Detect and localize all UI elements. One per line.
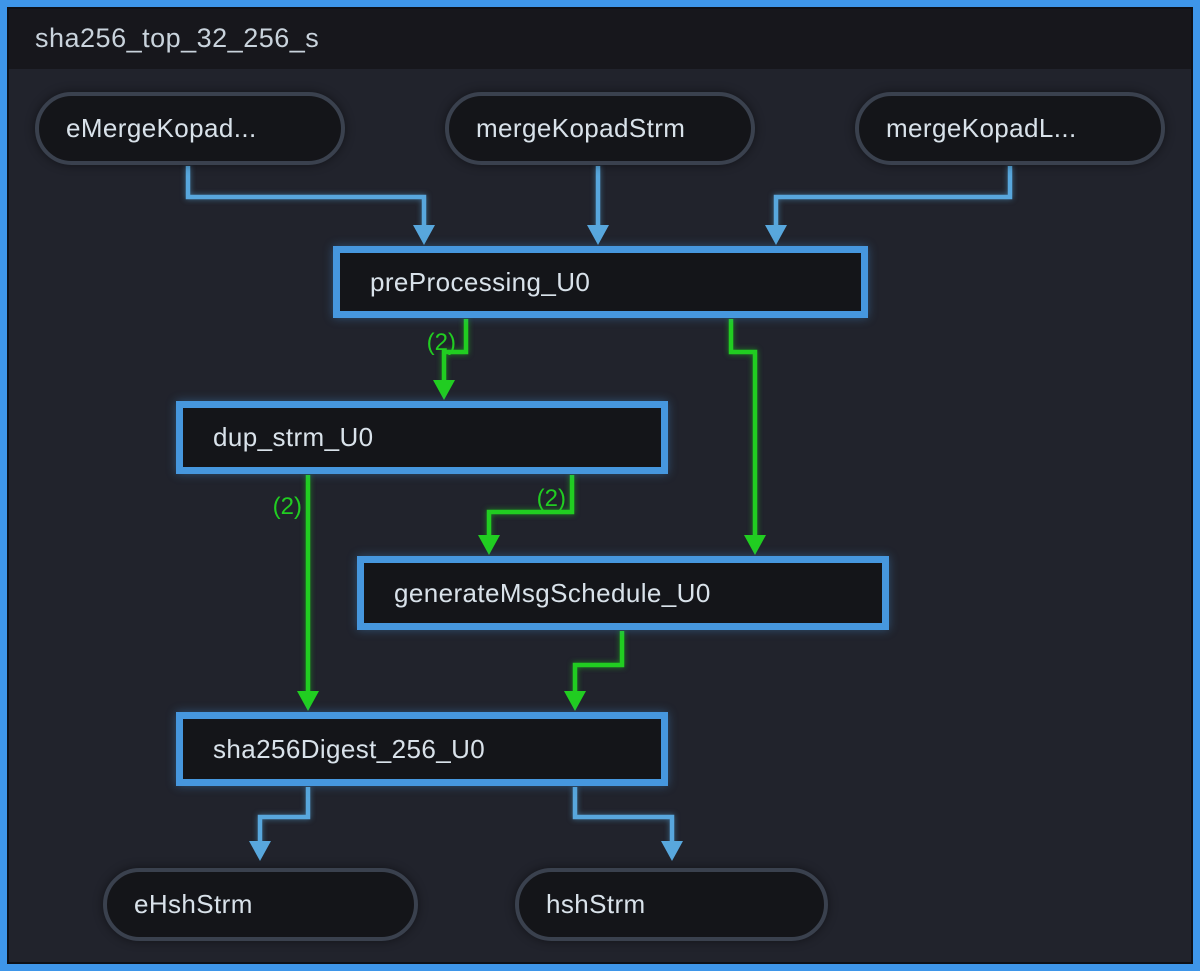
edge-dup_strm-to-generateMsgSchedule[interactable]: (2)	[478, 475, 575, 555]
node-label: generateMsgSchedule_U0	[394, 577, 711, 608]
arrowhead-icon	[433, 380, 455, 400]
node-label: sha256Digest_256_U0	[213, 733, 486, 764]
node-sha256Digest_256_U0[interactable]: sha256Digest_256_U0	[176, 712, 668, 786]
node-eMergeKopad[interactable]: eMergeKopad...	[35, 92, 345, 165]
node-mergeKopadL[interactable]: mergeKopadL...	[855, 92, 1165, 165]
node-generateMsgSchedule_U0[interactable]: generateMsgSchedule_U0	[357, 556, 889, 630]
title-bar: sha256_top_32_256_s	[7, 7, 1193, 69]
edge-multiplicity-label: (2)	[427, 329, 456, 356]
node-dup_strm_U0[interactable]: dup_strm_U0	[176, 401, 668, 474]
edge-sha256Digest-to-eHshStrm[interactable]	[249, 787, 311, 861]
edge-line[interactable]	[728, 319, 758, 539]
edge-line[interactable]	[572, 631, 625, 695]
edge-multiplicity-label: (2)	[537, 485, 566, 512]
page-title: sha256_top_32_256_s	[35, 22, 320, 53]
arrowhead-icon	[661, 841, 683, 861]
arrowhead-icon	[478, 535, 500, 555]
edge-line[interactable]	[257, 787, 311, 845]
edge-preProcessing-to-dup_strm[interactable]: (2)	[427, 319, 469, 400]
edge-multiplicity-label: (2)	[273, 493, 302, 520]
node-hshStrm[interactable]: hshStrm	[515, 868, 828, 941]
arrowhead-icon	[744, 535, 766, 555]
edge-generateMsgSchedule-to-sha256Digest[interactable]	[564, 631, 625, 711]
arrowhead-icon	[413, 225, 435, 245]
node-label: mergeKopadStrm	[476, 113, 686, 143]
node-label: eHshStrm	[134, 889, 253, 919]
edge-line[interactable]	[185, 166, 427, 229]
node-eHshStrm[interactable]: eHshStrm	[103, 868, 418, 941]
edge-sha256Digest-to-hshStrm[interactable]	[572, 787, 683, 861]
node-label: hshStrm	[546, 889, 646, 919]
node-label: dup_strm_U0	[213, 422, 374, 452]
arrowhead-icon	[564, 691, 586, 711]
arrowhead-icon	[587, 225, 609, 245]
edge-line[interactable]	[773, 166, 1013, 229]
arrowhead-icon	[249, 841, 271, 861]
edge-preProcessing-to-generateMsgSchedule[interactable]	[728, 319, 766, 555]
node-label: mergeKopadL...	[886, 113, 1077, 143]
node-mergeKopadStrm[interactable]: mergeKopadStrm	[445, 92, 755, 165]
edge-line[interactable]	[486, 475, 575, 539]
edge-dup_strm-to-sha256Digest[interactable]: (2)	[273, 475, 319, 711]
edge-mergeKopadL-to-preProcessing[interactable]	[765, 166, 1013, 245]
edge-mergeKopadStrm-to-preProcessing[interactable]	[587, 166, 609, 245]
arrowhead-icon	[765, 225, 787, 245]
edge-line[interactable]	[441, 319, 469, 384]
edge-eMergeKopad-to-preProcessing[interactable]	[185, 166, 435, 245]
edge-line[interactable]	[572, 787, 675, 845]
node-label: eMergeKopad...	[66, 113, 257, 143]
arrowhead-icon	[297, 691, 319, 711]
node-preProcessing_U0[interactable]: preProcessing_U0	[333, 246, 868, 318]
node-label: preProcessing_U0	[370, 266, 591, 297]
